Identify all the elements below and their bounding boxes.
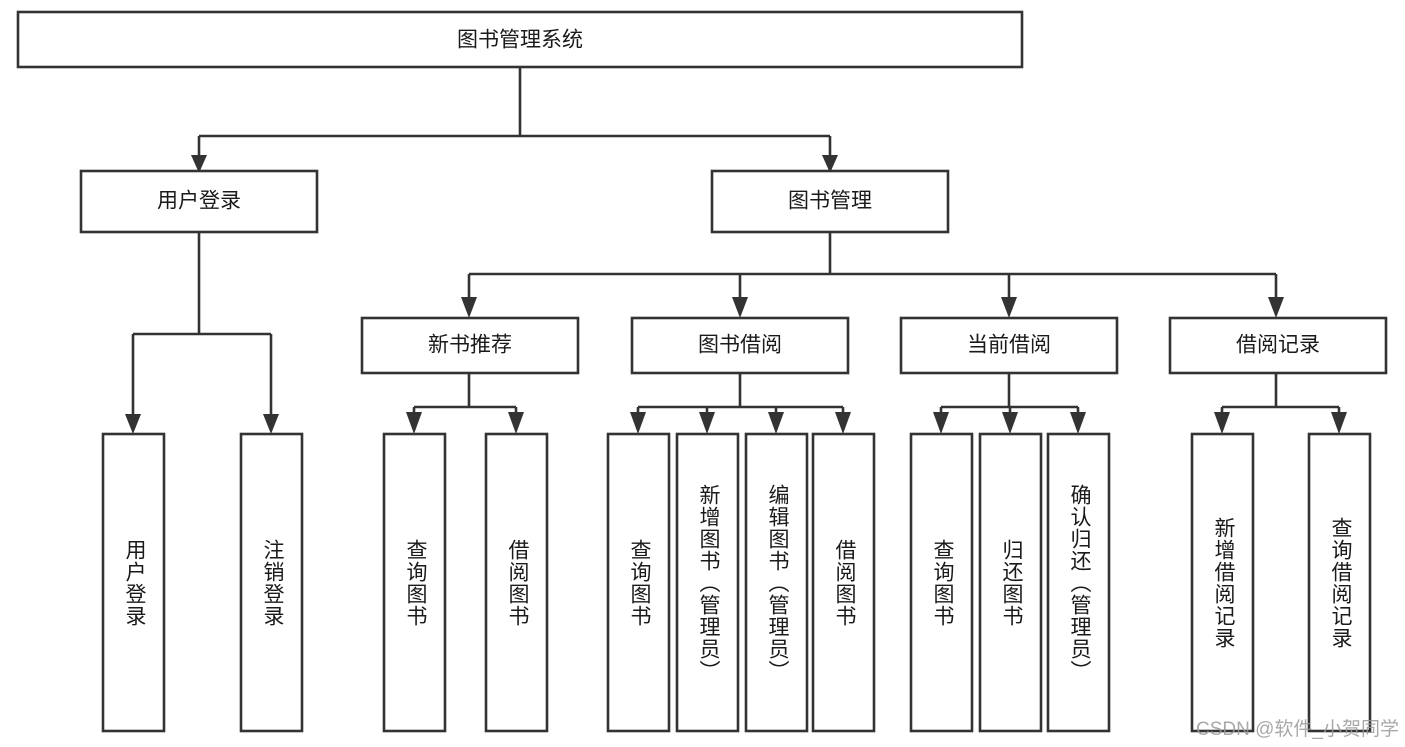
nodes-group: 图书管理系统 用户登录 图书管理 新书推荐 图书借阅 当前 [16,10,1388,733]
arrow-leaf-edit-book [768,412,784,434]
node-user-login-rect[interactable] [79,169,319,234]
arrow-leaf-query-book-borrow [630,412,646,434]
arrow-leaf-add-record [1214,412,1230,434]
arrow-leaf-query-book-rec [406,412,422,434]
node-borrow-record-label: 借阅记录 [1236,334,1320,357]
node-leaf-confirm-return-rect[interactable] [1046,432,1111,733]
node-root-label: 图书管理系统 [457,29,583,52]
arrow-leaf-borrow-book [835,412,851,434]
arrow-leaf-add-book [699,412,715,434]
node-current-borrow[interactable]: 当前借阅 [899,316,1119,375]
node-leaf-add-book-rect[interactable] [675,432,740,733]
node-user-login-label: 用户登录 [157,190,241,213]
node-book-manage[interactable]: 图书管理 [710,169,950,234]
node-borrow-record[interactable]: 借阅记录 [1168,316,1388,375]
node-root[interactable]: 图书管理系统 [16,10,1024,69]
node-leaf-query-book-rec-rect[interactable] [382,432,447,733]
node-leaf-query-record-rect[interactable] [1307,432,1372,733]
node-borrow-record-rect[interactable] [1168,316,1388,375]
node-new-book-rec-rect[interactable] [360,316,580,375]
arrow-leaf-user-login [125,414,141,434]
arrow-new-book-rec [461,297,477,318]
arrow-borrow-record [1268,297,1284,318]
node-new-book-rec-label: 新书推荐 [428,334,512,357]
node-book-borrow-label: 图书借阅 [698,334,782,357]
node-book-borrow[interactable]: 图书借阅 [630,316,850,375]
arrow-leaf-return-book [1002,412,1018,434]
node-user-login[interactable]: 用户登录 [79,169,319,234]
arrow-leaf-confirm-return [1070,412,1086,434]
node-root-rect[interactable] [16,10,1024,69]
csdn-watermark: CSDN @软件_小贺同学 [1196,719,1399,740]
node-current-borrow-rect[interactable] [899,316,1119,375]
node-leaf-return-book-rect[interactable] [978,432,1043,733]
arrow-leaf-query-record [1331,412,1347,434]
node-leaf-borrow-book-rect[interactable] [811,432,876,733]
node-leaf-user-login-rect[interactable] [101,432,166,733]
node-leaf-borrow-book-rec-rect[interactable] [484,432,549,733]
arrow-leaf-query-book-cur [933,412,949,434]
arrow-book-manage [822,155,838,173]
node-book-manage-label: 图书管理 [788,190,872,213]
arrow-user-login [191,155,207,173]
node-book-manage-rect[interactable] [710,169,950,234]
node-leaf-edit-book-rect[interactable] [744,432,809,733]
node-leaf-add-record-rect[interactable] [1190,432,1255,733]
arrow-leaf-borrow-book-rec [508,412,524,434]
arrow-current-borrow [1001,297,1017,318]
edges-group [125,67,1347,434]
arrow-leaf-logout [263,414,279,434]
node-leaf-logout-rect[interactable] [239,432,304,733]
node-book-borrow-rect[interactable] [630,316,850,375]
node-new-book-rec[interactable]: 新书推荐 [360,316,580,375]
node-leaf-query-book-cur-rect[interactable] [909,432,974,733]
node-current-borrow-label: 当前借阅 [967,334,1051,357]
arrow-book-borrow [732,297,748,318]
node-leaf-query-book-borrow-rect[interactable] [606,432,671,733]
